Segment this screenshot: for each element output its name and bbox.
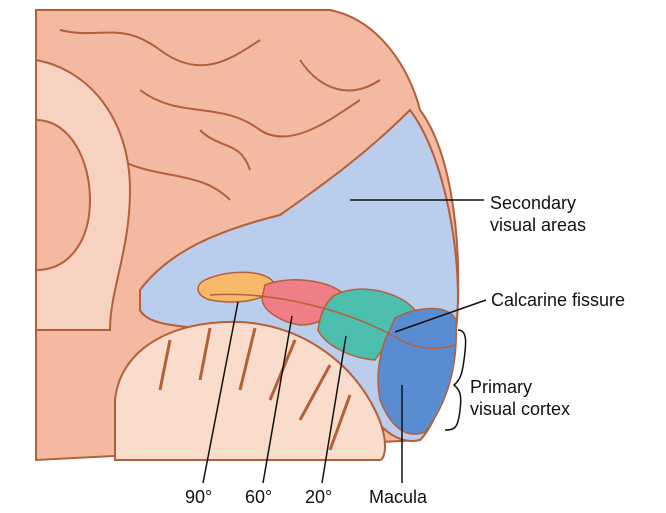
label-secondary-line2: visual areas bbox=[490, 215, 587, 235]
label-20-degrees: 20° bbox=[305, 487, 333, 507]
cerebellar-folia bbox=[158, 327, 352, 451]
label-60-degrees: 60° bbox=[245, 487, 273, 507]
zone-20-degrees bbox=[317, 288, 417, 361]
bracket bbox=[444, 329, 467, 431]
label-secondary-line1: Secondary bbox=[490, 193, 577, 213]
macula-zone bbox=[377, 307, 458, 435]
label-macula: Macula bbox=[369, 487, 428, 507]
label-primary-visual-cortex: Primary visual cortex bbox=[470, 376, 570, 420]
label-primary-line2: visual cortex bbox=[470, 399, 571, 419]
label-calcarine-fissure: Calcarine fissure bbox=[491, 290, 626, 310]
label-secondary-visual-areas: Secondary visual areas bbox=[490, 192, 586, 236]
leader-lines bbox=[202, 199, 487, 484]
calcarine-fissure-line bbox=[209, 293, 456, 350]
cerebellum bbox=[114, 320, 386, 461]
thalamus-region bbox=[35, 118, 92, 272]
label-90-degrees: 90° bbox=[185, 487, 213, 507]
label-primary-line1: Primary bbox=[470, 377, 532, 397]
